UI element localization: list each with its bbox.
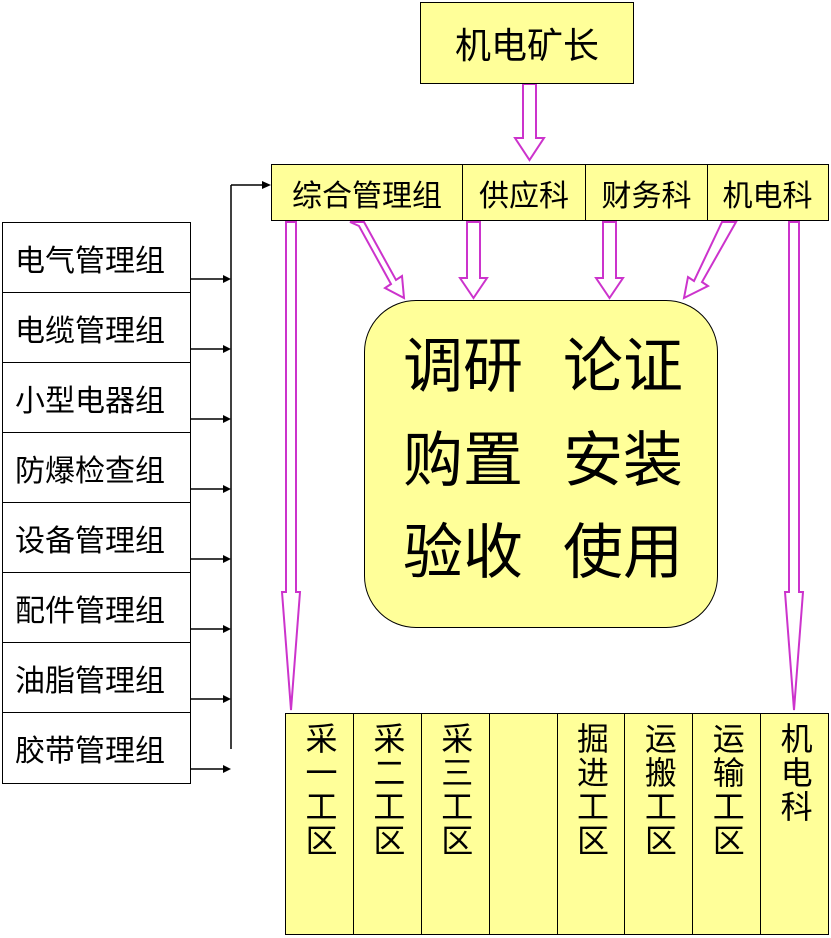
work-unit-label: 运输工区 — [707, 722, 746, 858]
group-connector-arrowhead — [223, 695, 231, 703]
group-connector-arrowhead — [223, 765, 231, 773]
group-list: 电气管理组 电缆管理组 小型电器组 防爆检查组 设备管理组 配件管理组 油脂管理… — [2, 222, 191, 784]
process-step: 论证 — [563, 332, 683, 402]
group-item: 电缆管理组 — [3, 293, 190, 363]
bus-to-dept-arrowhead — [262, 181, 271, 189]
process-step: 调研 — [403, 332, 523, 402]
work-unit-label: 采三工区 — [436, 722, 475, 858]
group-item: 油脂管理组 — [3, 643, 190, 713]
dept-arrow-2 — [458, 221, 489, 300]
dept-arrow-1 — [349, 221, 406, 300]
dept-supply: 供应科 — [463, 165, 586, 220]
process-line-3: 验收 使用 — [403, 523, 683, 583]
right-long-arrow — [783, 221, 805, 711]
work-unit: 运搬工区 — [625, 714, 694, 934]
top-box-label: 机电矿长 — [454, 26, 599, 67]
work-unit-label: 掘进工区 — [571, 722, 610, 858]
left-long-arrow — [280, 221, 302, 711]
dept-comprehensive: 综合管理组 — [272, 165, 463, 220]
process-step: 购置 — [403, 426, 523, 496]
group-item: 配件管理组 — [3, 573, 190, 643]
work-unit-row: 采一工区 采二工区 采三工区 掘进工区 运搬工区 运输工区 机电科 — [285, 713, 829, 935]
top-down-arrow — [513, 83, 546, 162]
work-unit: 机电科 — [761, 714, 828, 934]
group-connector-arrowhead — [223, 485, 231, 493]
work-unit-label: 运搬工区 — [639, 722, 678, 858]
process-step: 验收 — [403, 518, 523, 588]
work-unit: 采三工区 — [422, 714, 490, 934]
work-unit: 采二工区 — [354, 714, 422, 934]
dept-finance: 财务科 — [586, 165, 708, 220]
dept-arrow-3 — [594, 221, 625, 300]
process-box: 调研 论证 购置 安装 验收 使用 — [364, 300, 718, 628]
group-item: 防爆检查组 — [3, 433, 190, 503]
process-line-1: 调研 论证 — [403, 337, 683, 397]
group-connector-arrowhead — [223, 415, 231, 423]
group-item: 电气管理组 — [3, 223, 190, 293]
group-connector-arrowhead — [223, 625, 231, 633]
group-item: 设备管理组 — [3, 503, 190, 573]
top-box-mine-manager: 机电矿长 — [420, 2, 634, 84]
group-item: 小型电器组 — [3, 363, 190, 433]
work-unit: 采一工区 — [286, 714, 354, 934]
process-line-2: 购置 安装 — [403, 431, 683, 491]
process-step: 安装 — [563, 426, 683, 496]
dept-electromechanical: 机电科 — [722, 178, 813, 214]
work-unit: 运输工区 — [693, 714, 762, 934]
work-unit-label: 采一工区 — [300, 722, 339, 858]
group-item: 胶带管理组 — [15, 734, 165, 769]
dept-arrow-4 — [682, 221, 738, 300]
work-unit — [490, 714, 558, 934]
work-unit: 掘进工区 — [558, 714, 626, 934]
department-bar: 综合管理组 供应科 财务科 机电科 — [271, 164, 829, 221]
group-connector-arrowhead — [223, 555, 231, 563]
process-step: 使用 — [563, 518, 683, 588]
group-connector-arrowhead — [223, 345, 231, 353]
work-unit-label: 机电科 — [775, 722, 814, 824]
work-unit-label: 采二工区 — [368, 722, 407, 858]
group-connector-arrowhead — [223, 275, 231, 283]
